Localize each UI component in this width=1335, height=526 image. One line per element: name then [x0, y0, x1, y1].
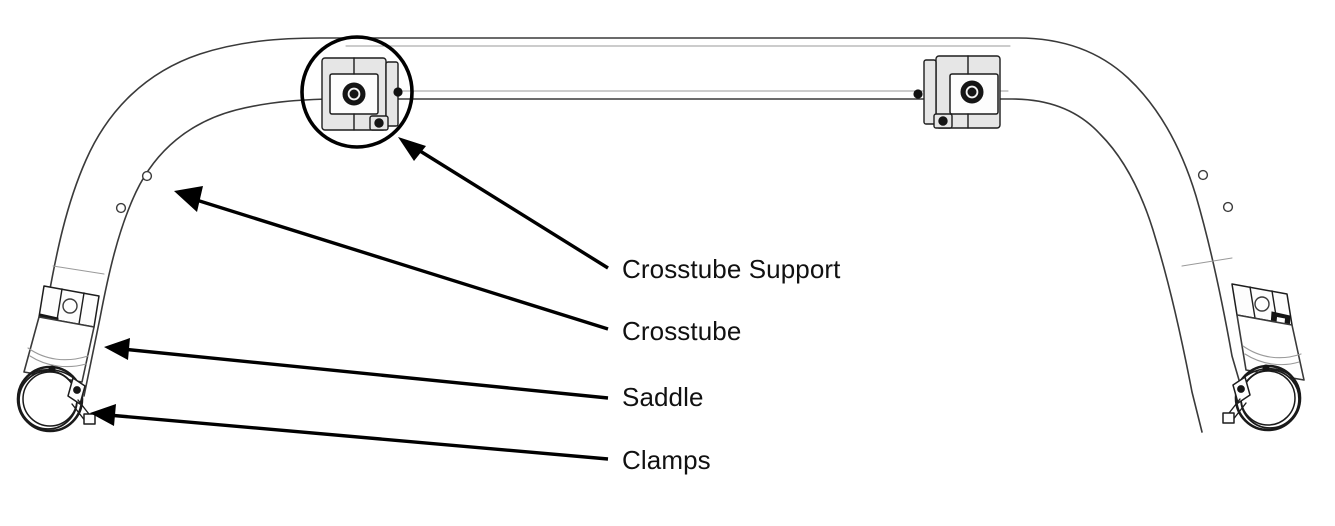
support-bolt-head: [967, 87, 977, 97]
tube-hole: [141, 170, 153, 182]
arrowhead-saddle: [104, 338, 130, 360]
leader-line-crosstube-support: [411, 144, 609, 270]
callout-label-clamps: Clamps: [622, 445, 711, 475]
tube-hole: [1222, 201, 1234, 213]
clamp-tbolt-nut: [1237, 385, 1245, 393]
saddle-band-divider: [78, 292, 85, 325]
crosstube-support-left: [321, 57, 403, 131]
support-lower-bolt: [938, 116, 948, 126]
tube-hole: [1197, 169, 1209, 181]
crosstube-outer-profile: [29, 37, 1247, 405]
support-bolt-head: [349, 89, 359, 99]
callout-label-crosstube: Crosstube: [622, 316, 741, 346]
crosstube-inner-profile: [83, 98, 1203, 433]
support-collar: [923, 59, 937, 125]
crosstube-part: [29, 37, 1247, 433]
saddle-left: [23, 285, 100, 383]
saddle-band-divider: [56, 288, 63, 321]
saddle-band-hole: [1254, 296, 1270, 312]
arrowhead-crosstube-support: [398, 137, 426, 161]
arrowhead-clamps: [90, 404, 116, 426]
tube-hole: [115, 202, 127, 214]
clamp-band-rivet: [48, 365, 56, 373]
clamp-left: [16, 365, 96, 433]
support-lower-bolt: [374, 118, 384, 128]
clamp-tbolt-end: [83, 413, 96, 425]
saddle-band-divider: [1249, 286, 1256, 319]
crosstube-weld-line-right: [1181, 257, 1233, 267]
saddle-right: [1231, 283, 1305, 381]
callout-label-saddle: Saddle: [622, 382, 704, 412]
saddle-shade-curve: [1244, 353, 1300, 366]
support-pin-dot: [913, 89, 923, 99]
callout-label-crosstube-support: Crosstube Support: [622, 254, 841, 284]
clamp-right: [1222, 364, 1302, 432]
leader-line-crosstube: [189, 196, 609, 331]
crosstube-support-detail-magnifier: [300, 35, 414, 149]
support-pin-dot: [393, 87, 403, 97]
saddle-shade-curve: [27, 347, 89, 361]
saddle-shade-curve: [29, 355, 87, 368]
saddle-band-hole: [62, 298, 78, 314]
crosstube-support-right: [913, 55, 1001, 129]
leader-line-clamps: [107, 413, 609, 461]
clamp-tbolt-nut: [73, 386, 81, 394]
leader-line-saddle: [121, 347, 609, 400]
clamp-band-rivet: [1262, 364, 1270, 372]
callout-leaders: [90, 137, 609, 461]
clamp-tbolt-end: [1222, 412, 1235, 424]
saddle-body: [1236, 314, 1305, 381]
saddle-shade-curve: [1242, 345, 1302, 359]
arrowhead-crosstube: [174, 186, 203, 212]
crosstube-weld-line-left: [52, 265, 105, 275]
